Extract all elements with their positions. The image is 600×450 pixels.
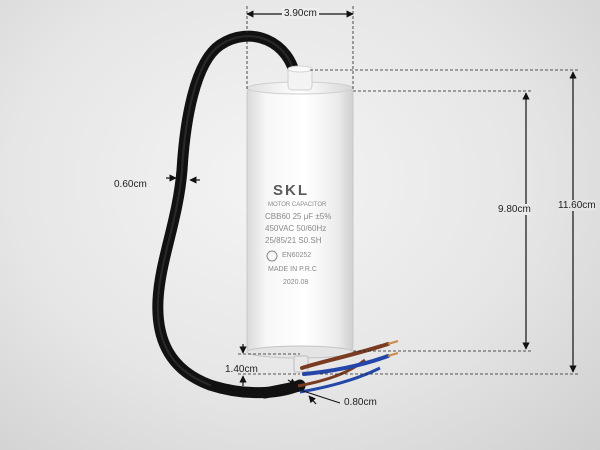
capacitor-voltage-text: 450VAC 50/60Hz	[265, 224, 327, 233]
capacitor-type-text: MOTOR CAPACITOR	[268, 202, 327, 208]
certification-mark-icon	[266, 250, 278, 262]
inner-wire-blue-1	[299, 366, 381, 394]
dim-leader-wire-spacing	[299, 389, 341, 404]
label-diameter: 3.90cm	[282, 8, 319, 19]
capacitor-cert-text: EN60252	[282, 252, 312, 259]
label-terminal-height: 1.40cm	[225, 364, 258, 375]
label-cable-diameter: 0.60cm	[114, 179, 147, 190]
black-cable-highlight	[156, 35, 297, 386]
lead-wire-blue	[302, 354, 390, 376]
capacitor-spec-text: CBB60 25 μF ±5%	[265, 212, 332, 221]
lead-wire-brown	[300, 342, 390, 370]
lead-wire-brown-tip	[387, 340, 399, 345]
cable-end	[259, 380, 306, 399]
capacitor-date-text: 2020.08	[283, 279, 309, 286]
cable-grommet-top	[287, 65, 313, 73]
label-body-height: 9.80cm	[498, 204, 531, 215]
capacitor-class-text: 25/85/21 S0.SH	[265, 236, 322, 245]
lead-wire-blue-tip	[387, 352, 399, 357]
label-total-height: 11.60cm	[558, 200, 596, 211]
dim-arrow-wire-spacing-a	[287, 378, 297, 386]
brand-logo: SKL	[273, 182, 309, 199]
capacitor-origin-text: MADE IN P.R.C	[268, 266, 317, 273]
dim-arrow-wire-spacing-b	[308, 395, 317, 405]
label-wire-spacing: 0.80cm	[344, 397, 377, 408]
